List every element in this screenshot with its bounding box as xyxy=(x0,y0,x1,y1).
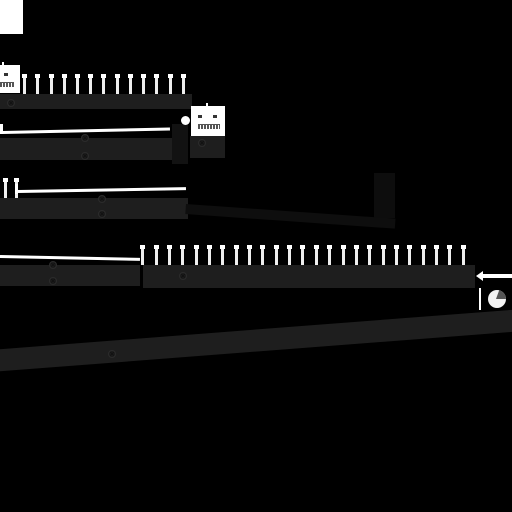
spike xyxy=(3,178,8,198)
spike xyxy=(233,245,239,265)
spikes-middle-left xyxy=(0,176,22,198)
spike xyxy=(260,245,266,265)
spike xyxy=(407,245,413,265)
spike xyxy=(313,245,319,265)
spike xyxy=(447,245,453,265)
spike xyxy=(154,74,160,94)
bot-eye xyxy=(198,115,202,118)
spike xyxy=(340,245,346,265)
platform-tier-2 xyxy=(0,138,172,160)
spike xyxy=(61,74,67,94)
bolt-icon: × xyxy=(7,99,15,107)
spikes-long xyxy=(136,243,470,265)
spike xyxy=(180,74,186,94)
spikes-top xyxy=(18,72,190,94)
spike xyxy=(206,245,212,265)
spike xyxy=(420,245,426,265)
robot-head-icon xyxy=(191,103,225,136)
spike xyxy=(101,74,107,94)
bolt-icon: × xyxy=(108,350,116,358)
spike xyxy=(460,245,466,265)
spike xyxy=(193,245,199,265)
spike xyxy=(140,245,146,265)
spike xyxy=(74,74,80,94)
spike xyxy=(394,245,399,265)
bolt-icon: × xyxy=(198,139,206,147)
hud-square xyxy=(0,0,23,34)
platform-tier-4-left xyxy=(0,265,140,286)
bolt-icon: × xyxy=(49,261,57,269)
ball-post xyxy=(479,288,481,310)
spike xyxy=(127,74,133,94)
spike xyxy=(22,74,28,94)
spike xyxy=(88,74,94,94)
bot-eye xyxy=(213,115,217,118)
spike xyxy=(367,245,373,265)
spike xyxy=(273,245,279,265)
bot-mouth xyxy=(198,124,220,129)
spike xyxy=(220,245,226,265)
bot-mouth xyxy=(0,82,14,87)
platform-bot-base xyxy=(190,136,225,158)
spike xyxy=(114,74,120,94)
bolt-icon: × xyxy=(49,277,57,285)
robot-head-icon xyxy=(0,62,20,93)
spike xyxy=(153,245,159,265)
spike xyxy=(35,74,41,94)
spike xyxy=(247,245,253,265)
laser-bar-end xyxy=(0,124,3,134)
platform-tier-4-right xyxy=(143,265,475,288)
bot-eye xyxy=(4,73,8,76)
ramp-bottom xyxy=(0,308,512,372)
bot-antenna xyxy=(2,62,4,65)
spike xyxy=(166,245,172,265)
spike xyxy=(180,245,186,265)
spike xyxy=(327,245,333,265)
bolt-icon: × xyxy=(81,152,89,160)
spike xyxy=(287,245,293,265)
pillar xyxy=(172,124,188,164)
spike xyxy=(141,74,147,94)
platform-tier-3 xyxy=(0,198,188,219)
platform-tier-1 xyxy=(0,94,192,109)
ramp-shadow xyxy=(185,204,396,229)
spike xyxy=(48,74,54,94)
spike xyxy=(380,245,386,265)
bolt-icon: × xyxy=(98,195,106,203)
laser-bar xyxy=(0,255,141,261)
bot-antenna xyxy=(206,103,208,106)
bolt-icon: × xyxy=(179,272,187,280)
spike xyxy=(300,245,306,265)
ball-icon[interactable] xyxy=(488,290,506,308)
spike xyxy=(353,245,359,265)
spike xyxy=(167,74,173,94)
pillar-right xyxy=(374,173,395,218)
bolt-icon: × xyxy=(81,134,89,142)
laser-bar-end xyxy=(15,184,18,194)
spike xyxy=(434,245,440,265)
arrow-left-icon xyxy=(476,271,512,281)
bolt-icon: × xyxy=(98,210,106,218)
laser-bar xyxy=(17,187,187,193)
pellet-icon xyxy=(181,116,190,125)
